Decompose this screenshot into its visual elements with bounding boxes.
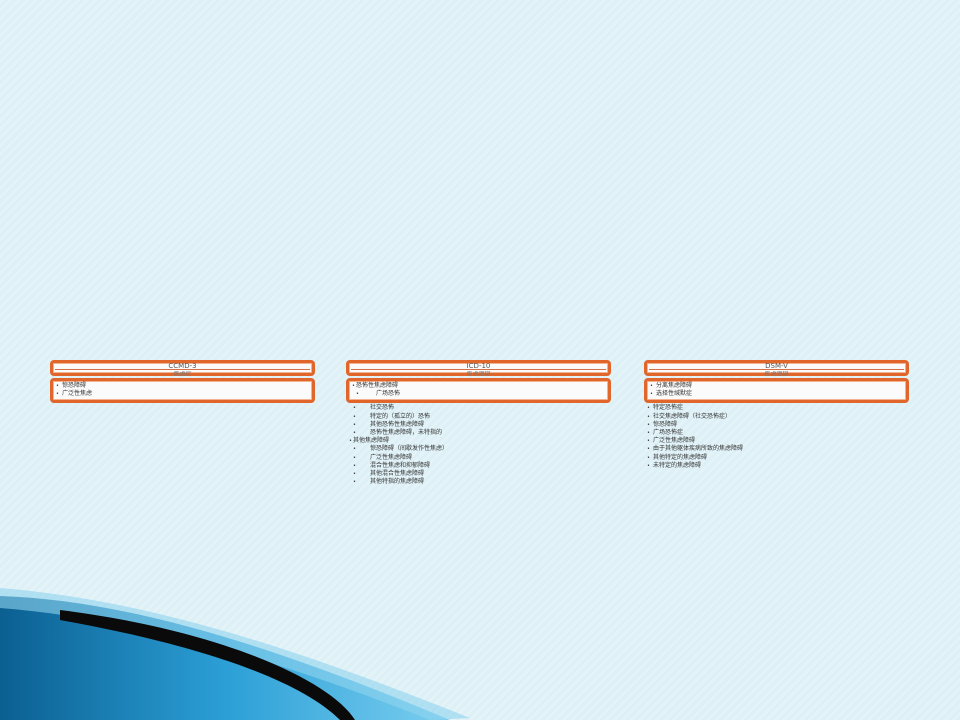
list-item: 选择性缄默症 <box>650 390 903 398</box>
panel-header: CCMD-3 焦虑症 <box>50 360 315 376</box>
disorder-list: 分离焦虑障碍 选择性缄默症 <box>650 382 903 399</box>
list-item: 其他特指的焦虑障碍 <box>349 478 611 486</box>
list-item: 由于其他躯体疾病所致的焦虑障碍 <box>647 445 909 453</box>
panel-items-box: 分离焦虑障碍 选择性缄默症 <box>644 378 909 404</box>
list-item: 特定恐怖症 <box>647 404 909 412</box>
list-item: 广泛性焦虑 <box>56 390 309 398</box>
list-item: 惊恐障碍 <box>647 421 909 429</box>
list-item: 广场恐怖 <box>352 390 605 398</box>
list-item: 其他特定的焦虑障碍 <box>647 454 909 462</box>
list-item: 惊恐障碍 <box>56 382 309 390</box>
list-item: 广泛性焦虑障碍 <box>647 437 909 445</box>
dsm5-panel: DSM-V 焦虑障碍 分离焦虑障碍 选择性缄默症 特定恐怖症 社交焦虑障碍（社交… <box>644 360 909 470</box>
list-item: 社交焦虑障碍（社交恐怖症） <box>647 413 909 421</box>
panel-title: DSM-V <box>765 362 788 370</box>
list-item: 恐怖性焦虑障碍 <box>352 382 605 390</box>
list-item: 特定的（孤立的）恐怖 <box>349 413 611 421</box>
header-divider <box>351 369 606 370</box>
list-item: 其他焦虑障碍 <box>349 437 611 445</box>
list-item: 广场恐怖症 <box>647 429 909 437</box>
list-item: 混合性焦虑和抑郁障碍 <box>349 462 611 470</box>
panel-subtitle: 焦虑症 <box>173 371 192 376</box>
list-item: 未特定的焦虑障碍 <box>647 462 909 470</box>
list-item: 分离焦虑障碍 <box>650 382 903 390</box>
panel-title: ICD-10 <box>466 362 491 370</box>
list-item: 其他混合性焦虑障碍 <box>349 470 611 478</box>
list-item: 广泛性焦虑障碍 <box>349 454 611 462</box>
panel-header: ICD-10 焦虑障碍 <box>346 360 611 376</box>
list-item: 其他恐怖性焦虑障碍 <box>349 421 611 429</box>
panel-header: DSM-V 焦虑障碍 <box>644 360 909 376</box>
list-item: 恐怖性焦虑障碍，未特指的 <box>349 429 611 437</box>
disorder-list: 恐怖性焦虑障碍 广场恐怖 <box>352 382 605 399</box>
panel-items-box: 恐怖性焦虑障碍 广场恐怖 <box>346 378 611 404</box>
header-divider <box>649 369 904 370</box>
panel-title: CCMD-3 <box>168 362 197 370</box>
overflow-list: 特定恐怖症 社交焦虑障碍（社交恐怖症） 惊恐障碍 广场恐怖症 广泛性焦虑障碍 由… <box>644 404 909 470</box>
panel-items-box: 惊恐障碍 广泛性焦虑 <box>50 378 315 404</box>
panel-subtitle: 焦虑障碍 <box>764 371 789 376</box>
disorder-list: 惊恐障碍 广泛性焦虑 <box>56 382 309 399</box>
header-divider <box>55 369 310 370</box>
list-item: 惊恐障碍（间歇发作性焦虑） <box>349 445 611 453</box>
list-item: 社交恐怖 <box>349 404 611 412</box>
ccmd3-panel: CCMD-3 焦虑症 惊恐障碍 广泛性焦虑 <box>50 360 315 404</box>
overflow-list: 社交恐怖 特定的（孤立的）恐怖 其他恐怖性焦虑障碍 恐怖性焦虑障碍，未特指的 其… <box>346 404 611 486</box>
panel-subtitle: 焦虑障碍 <box>466 371 491 376</box>
icd10-panel: ICD-10 焦虑障碍 恐怖性焦虑障碍 广场恐怖 社交恐怖 特定的（孤立的）恐怖… <box>346 360 611 487</box>
